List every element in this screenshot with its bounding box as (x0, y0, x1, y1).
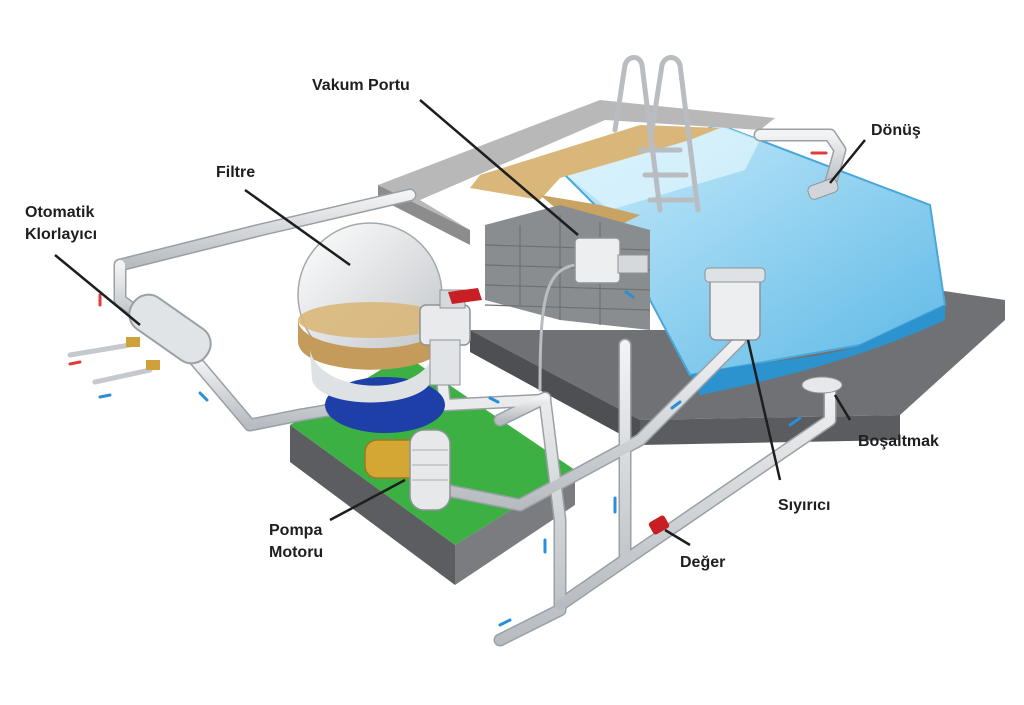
leader-pump (329, 478, 406, 522)
label-return: Dönüş (871, 122, 921, 139)
label-filter: Filtre (216, 164, 256, 181)
label-skimmer: Sıyırıcı (778, 497, 831, 514)
label-chlorinator-line2: Klorlayıcı (25, 226, 98, 243)
label-chlorinator-line1: Otomatik (25, 204, 95, 221)
flow-arrows (68, 151, 828, 627)
leader-return (829, 139, 866, 184)
chlorinator (126, 293, 212, 370)
label-pump-line2: Motoru (269, 544, 324, 561)
multiport-valve (419, 288, 482, 386)
label-drain: Boşaltmak (858, 433, 939, 450)
leader-drain (833, 394, 852, 421)
leader-valve (664, 528, 691, 547)
valve (648, 515, 670, 535)
leader-filter (244, 188, 351, 267)
pool-ladder (612, 55, 701, 213)
leader-skimmer (746, 339, 782, 481)
skimmer (704, 267, 766, 341)
label-valve: Değer (680, 554, 726, 571)
leader-chlorinator (54, 254, 141, 326)
pump-motor (364, 429, 451, 511)
leader-vacuum-port (419, 99, 579, 236)
vacuum-port (574, 237, 649, 284)
filter-tank (297, 222, 445, 433)
leader-lines (54, 99, 866, 547)
return-fitting (807, 178, 839, 200)
main-drain (801, 376, 843, 394)
label-pump-line1: Pompa (269, 522, 323, 539)
label-vacuum-port: Vakum Portu (312, 77, 410, 94)
